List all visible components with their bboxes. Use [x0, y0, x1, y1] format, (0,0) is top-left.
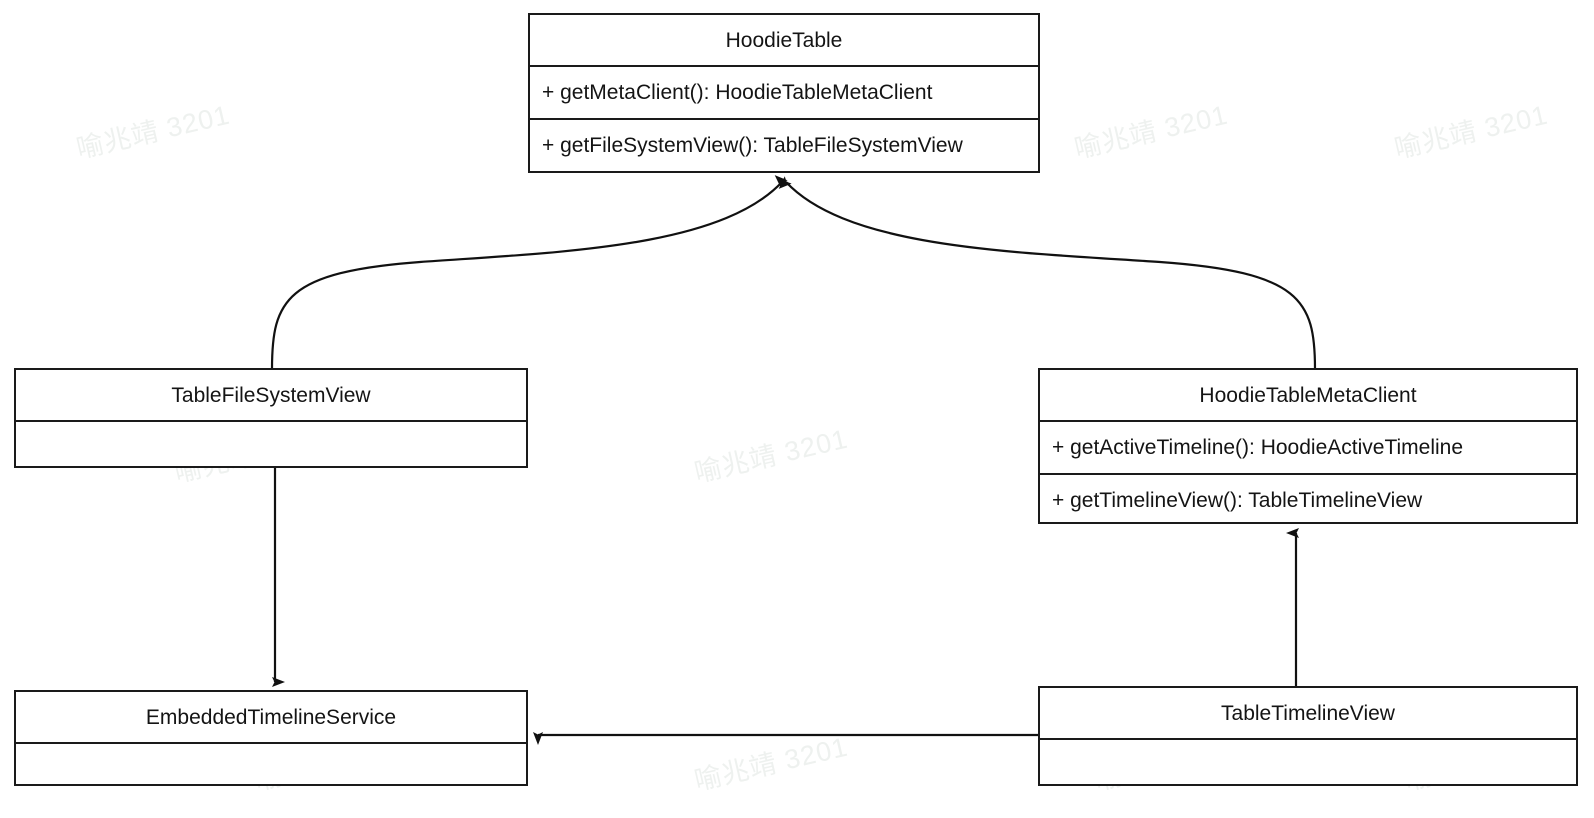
class-members-hoodie-table: + getMetaClient(): HoodieTableMetaClient…: [530, 67, 1038, 169]
class-box-embedded-timeline-service[interactable]: EmbeddedTimelineService: [14, 690, 528, 786]
class-box-table-timeline-view[interactable]: TableTimelineView: [1038, 686, 1578, 786]
class-members-table-file-system-view: [16, 422, 526, 463]
edge-file-system-view-to-hoodie-table: [270, 175, 788, 370]
class-name-hoodie-table-meta-client: HoodieTableMetaClient: [1040, 370, 1576, 422]
class-box-hoodie-table-meta-client[interactable]: HoodieTableMetaClient + getActiveTimeline…: [1038, 368, 1578, 524]
class-members-table-timeline-view: [1040, 740, 1576, 781]
edge-meta-client-to-hoodie-table: [778, 176, 1317, 370]
class-member: + getTimelineView(): TableTimelineView: [1040, 473, 1576, 524]
class-members-embedded-timeline-service: [16, 744, 526, 785]
class-member: + getFileSystemView(): TableFileSystemVi…: [530, 118, 1038, 169]
class-name-table-file-system-view: TableFileSystemView: [16, 370, 526, 422]
class-box-table-file-system-view[interactable]: TableFileSystemView: [14, 368, 528, 468]
class-box-hoodie-table[interactable]: HoodieTable+ getMetaClient(): HoodieTabl…: [528, 13, 1040, 173]
class-name-embedded-timeline-service: EmbeddedTimelineService: [16, 692, 526, 744]
class-members-hoodie-table-meta-client: + getActiveTimeline(): HoodieActiveTimel…: [1040, 422, 1576, 524]
class-name-table-timeline-view: TableTimelineView: [1040, 688, 1576, 740]
class-member: + getActiveTimeline(): HoodieActiveTimel…: [1052, 436, 1464, 459]
class-member: + getMetaClient(): HoodieTableMetaClient: [542, 81, 933, 104]
class-name-hoodie-table: HoodieTable: [530, 15, 1038, 67]
